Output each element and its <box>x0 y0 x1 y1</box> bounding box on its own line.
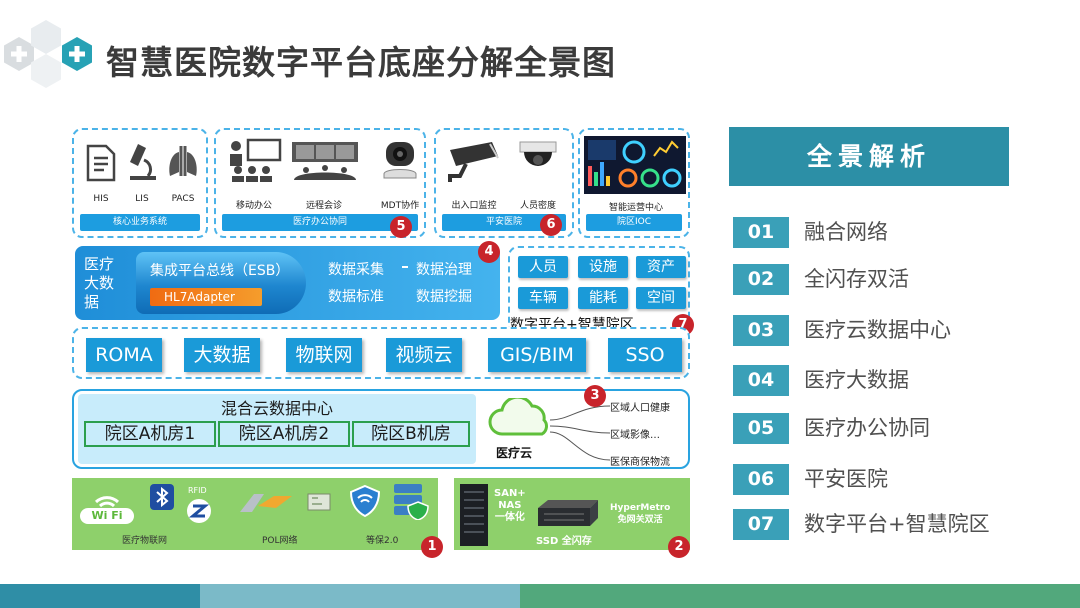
badge-1: 1 <box>421 536 443 558</box>
esb-label: 集成平台总线（ESB） <box>150 260 289 280</box>
his-label: HIS <box>86 194 116 204</box>
rfid-label: RFID <box>188 486 207 495</box>
tech-roma: ROMA <box>86 338 162 372</box>
row-02-label: 全闪存双活 <box>804 264 909 295</box>
data-standard-label: 数据标准 <box>328 286 384 306</box>
row-06-number: 06 <box>733 464 789 495</box>
badge-6: 6 <box>540 214 562 236</box>
tile-space: 空间 <box>636 287 686 309</box>
flash-array-icon <box>538 498 600 528</box>
dash-separator <box>402 266 408 268</box>
core-business-caption: 核心业务系统 <box>80 214 200 231</box>
row-04-label: 医疗大数据 <box>804 365 909 396</box>
tile-vehicle: 车辆 <box>518 287 568 309</box>
tile-asset: 资产 <box>636 256 686 278</box>
dashboard-screen-icon <box>584 136 686 194</box>
core-business-box: HIS LIS PACS 核心业务系统 <box>72 128 208 238</box>
mdt-label: MDT协作 <box>372 198 428 211</box>
hex-decor-icon <box>31 54 61 88</box>
cctv-icon <box>446 140 504 184</box>
row-06-label: 平安医院 <box>804 464 888 495</box>
tech-iot: 物联网 <box>286 338 362 372</box>
bluetooth-icon <box>150 484 174 510</box>
server-stack-icon <box>392 482 432 520</box>
tech-row-box <box>72 327 690 379</box>
hl7-adapter: HL7Adapter <box>150 288 262 306</box>
badge-3: 3 <box>584 385 606 407</box>
ioc-box: 智能运营中心 院区IOC <box>578 128 690 238</box>
remote-consult-label: 远程会诊 <box>296 198 352 211</box>
pacs-label: PACS <box>166 194 200 204</box>
pol-network-icon <box>240 488 344 516</box>
footer-stripe-1 <box>0 584 200 608</box>
tile-energy: 能耗 <box>578 287 628 309</box>
san-nas-label: SAN+ NAS 一体化 <box>494 488 526 524</box>
ssd-label: SSD 全闪存 <box>536 532 592 547</box>
lis-label: LIS <box>127 194 157 204</box>
plus-hex-icon <box>4 37 34 71</box>
video-conference-icon <box>290 140 360 182</box>
tech-video-cloud: 视频云 <box>386 338 462 372</box>
mlps-caption: 等保2.0 <box>366 533 398 546</box>
room-b: 院区B机房 <box>352 421 470 447</box>
row-04-number: 04 <box>733 365 789 396</box>
data-govern-label: 数据治理 <box>416 259 472 279</box>
tech-sso: SSO <box>608 338 682 372</box>
row-07-label: 数字平台+智慧院区 <box>804 509 990 540</box>
data-mining-label: 数据挖掘 <box>416 286 472 306</box>
branch-regional-imaging: 区域影像… <box>610 426 660 441</box>
row-03-label: 医疗云数据中心 <box>804 315 951 346</box>
entrance-monitor-label: 出入口监控 <box>442 198 506 211</box>
ioc-caption: 院区IOC <box>586 214 682 231</box>
branch-insurance-logistics: 医保商保物流 <box>610 453 670 468</box>
page-title: 智慧医院数字平台底座分解全景图 <box>106 36 616 84</box>
footer-stripe-2 <box>200 584 520 608</box>
row-02-number: 02 <box>733 264 789 295</box>
data-collect-label: 数据采集 <box>328 259 384 279</box>
crowd-density-label: 人员密度 <box>510 198 566 211</box>
tile-personnel: 人员 <box>518 256 568 278</box>
tech-gis-bim: GIS/BIM <box>488 338 586 372</box>
badge-4: 4 <box>478 241 500 263</box>
plus-hex-icon <box>62 37 92 71</box>
room-a2: 院区A机房2 <box>218 421 350 447</box>
row-07-number: 07 <box>733 509 789 540</box>
tech-bigdata: 大数据 <box>184 338 260 372</box>
cloud-icon <box>486 398 556 438</box>
hypermetro-label: HyperMetro 免网关双活 <box>610 502 670 526</box>
row-05-number: 05 <box>733 413 789 444</box>
storage-rack-icon <box>460 484 488 546</box>
dome-camera-icon <box>516 140 560 180</box>
big-data-label: 医疗 大数 据 <box>84 255 128 312</box>
medical-cloud-label: 医疗云 <box>496 444 532 461</box>
chest-xray-icon <box>166 144 200 180</box>
room-a1: 院区A机房1 <box>84 421 216 447</box>
tile-facility: 设施 <box>578 256 628 278</box>
pol-caption: POL网络 <box>262 533 298 546</box>
branch-lines <box>550 400 612 466</box>
iot-caption: 医疗物联网 <box>122 533 167 546</box>
footer-stripe-3 <box>520 584 1080 608</box>
presentation-icon <box>226 138 284 182</box>
shield-icon <box>348 484 382 518</box>
badge-2: 2 <box>668 536 690 558</box>
wifi-label: Wi Fi <box>78 508 136 524</box>
document-icon <box>86 144 116 182</box>
panel-title: 全景解析 <box>729 127 1009 186</box>
badge-5: 5 <box>390 216 412 238</box>
branch-regional-health: 区域人口健康 <box>610 399 670 414</box>
hex-decor-icon <box>31 20 61 54</box>
office-collab-caption: 医疗办公协同 <box>222 214 418 231</box>
microscope-icon <box>126 142 160 182</box>
mobile-office-label: 移动办公 <box>226 198 282 211</box>
wifi-icon: Wi Fi <box>78 484 136 524</box>
row-01-label: 融合网络 <box>804 217 888 248</box>
row-01-number: 01 <box>733 217 789 248</box>
ioc-center-label: 智能运营中心 <box>584 200 688 213</box>
row-03-number: 03 <box>733 315 789 346</box>
cloud-dc-title: 混合云数据中心 <box>78 395 476 419</box>
camera-icon <box>380 140 420 182</box>
zigbee-icon <box>186 498 212 524</box>
row-05-label: 医疗办公协同 <box>804 413 930 444</box>
